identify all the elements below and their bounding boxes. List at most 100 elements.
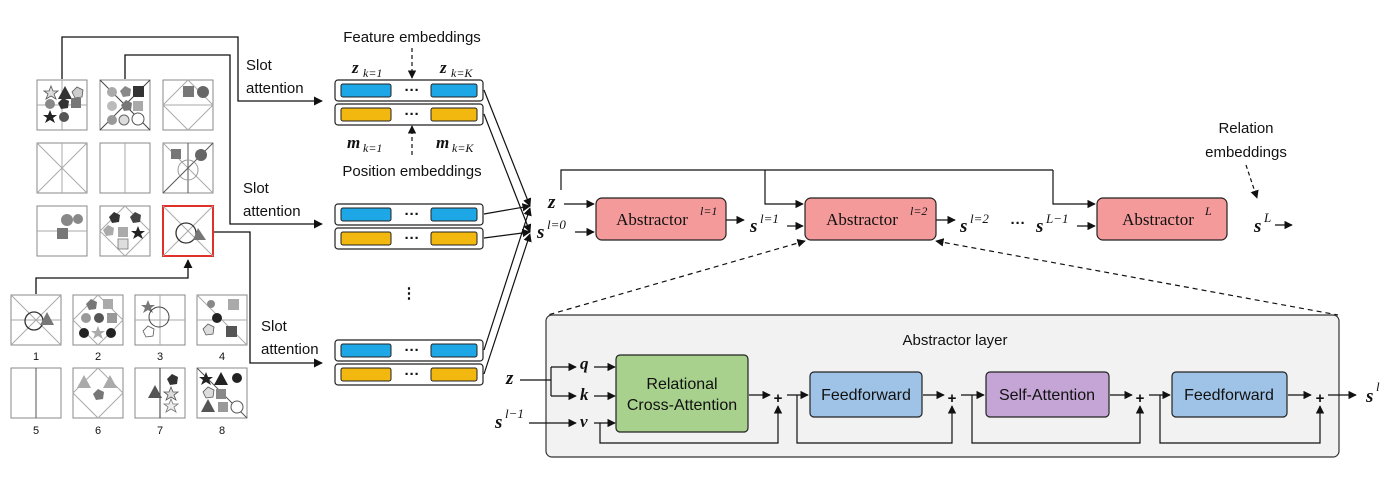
answer-number-5: 5 [33, 425, 39, 437]
m-kK-label: m [436, 133, 449, 152]
v-label: v [580, 412, 588, 431]
s2-sup: l=2 [970, 211, 989, 226]
dots: ··· [405, 230, 420, 247]
answer-number-7: 7 [157, 425, 163, 437]
abstractor-2-label: Abstractor [826, 210, 898, 229]
k-label: k [580, 385, 589, 404]
feedforward-block-1 [809, 371, 923, 418]
embedding-group-1: ··· ··· [334, 79, 484, 126]
context-cell-3 [162, 79, 214, 131]
z-input-label: z [547, 192, 556, 213]
abstractor-block-1 [595, 197, 727, 241]
z-kK-label: z [439, 58, 447, 77]
residual-add-3: + [1136, 390, 1145, 407]
self-attention-block [985, 371, 1110, 418]
answer-7 [134, 367, 186, 419]
sLm1-label: s [1035, 216, 1043, 237]
position-embeddings-label: Position embeddings [342, 163, 481, 180]
layer-s-prev-label: s [494, 412, 502, 433]
answer-3 [134, 294, 186, 346]
cross-attention-label: Cross-Attention [627, 397, 737, 414]
s1-label: s [749, 216, 757, 237]
relation-embeddings-arrow [1245, 164, 1259, 199]
answer-number-3: 3 [157, 351, 163, 363]
embedding-group-2: ··· ··· [334, 203, 484, 250]
abstractor-stack-arrows [560, 169, 1293, 237]
vertical-ellipsis: ⋮ [402, 285, 417, 302]
z-kK-sub: k=K [451, 66, 473, 80]
abstractor-layer-title: Abstractor layer [902, 332, 1007, 349]
answer-number-6: 6 [95, 425, 101, 437]
answer-6 [72, 367, 124, 419]
context-cell-answer-slot [162, 205, 214, 257]
slot-label-2: Slot [243, 180, 270, 197]
z-k1-sub: k=1 [363, 66, 382, 80]
abstractor-L-label: Abstractor [1122, 210, 1194, 229]
position-vector-first [340, 367, 392, 382]
feature-vector-first [340, 207, 392, 222]
answer-4 [196, 294, 248, 346]
slot-label-1: Slot [246, 57, 273, 74]
sLm1-sup: L−1 [1045, 211, 1069, 226]
answer-1 [10, 294, 62, 346]
feature-vector-last [430, 207, 478, 222]
puzzle-panel: 1 2 3 4 5 6 7 8 [10, 79, 248, 437]
residual-add-4: + [1316, 390, 1325, 407]
answer-number-4: 4 [219, 351, 225, 363]
context-cell-5 [99, 142, 151, 194]
layer-output-sup: l [1376, 379, 1380, 394]
relation-embeddings-label-1: Relation [1218, 120, 1273, 137]
feedforward-label-2: Feedforward [1184, 387, 1274, 404]
feedforward-label-1: Feedforward [821, 387, 911, 404]
q-label: q [580, 354, 589, 373]
feature-vector-first [340, 343, 392, 358]
answer-candidates: 1 2 3 4 5 6 7 8 [10, 294, 248, 437]
abstractor-1-sup: l=1 [700, 204, 717, 218]
position-vector-first [340, 107, 392, 122]
zoom-line-right [935, 238, 1339, 316]
relational-label: Relational [646, 376, 717, 393]
s0-label: s [536, 222, 544, 243]
residual-add-1: + [774, 390, 783, 407]
feature-vector-last [430, 83, 478, 98]
sL-label: s [1253, 216, 1261, 237]
answer-2 [72, 294, 124, 346]
feedforward-block-2 [1171, 371, 1288, 418]
embeddings-to-abstractor-arrows [483, 89, 532, 375]
layer-z-label: z [505, 368, 514, 389]
dots: ··· [405, 366, 420, 383]
abstractor-block-L [1096, 197, 1228, 241]
context-cell-8 [99, 205, 151, 257]
answer-number-8: 8 [219, 425, 225, 437]
context-cell-4 [36, 142, 88, 194]
slot-label-3: Slot [261, 318, 288, 335]
attention-label-3: attention [261, 341, 319, 358]
feature-vector-last [430, 343, 478, 358]
context-cell-2 [99, 79, 151, 131]
answer-5 [10, 367, 62, 419]
dots: ··· [405, 206, 420, 223]
residual-add-2: + [948, 390, 957, 407]
answer-8 [196, 367, 248, 419]
sL-sup: L [1263, 210, 1271, 225]
context-cell-7 [36, 205, 88, 257]
self-attention-label: Self-Attention [999, 387, 1095, 404]
dots: ··· [405, 106, 420, 123]
z-k1-label: z [351, 58, 359, 77]
feature-embeddings-label: Feature embeddings [343, 29, 481, 46]
relation-embeddings-label-2: embeddings [1205, 144, 1287, 161]
attention-label-2: attention [243, 203, 301, 220]
layer-s-prev-sup: l−1 [505, 406, 524, 421]
position-vector-last [430, 367, 478, 382]
layer-output-label: s [1365, 386, 1373, 407]
abstractor-2-sup: l=2 [910, 204, 927, 218]
dots: ··· [405, 82, 420, 99]
s1-sup: l=1 [760, 211, 779, 226]
answer-number-1: 1 [33, 351, 39, 363]
answer-to-slot-arrow [35, 259, 193, 294]
relational-cross-attention-block [615, 354, 749, 433]
m-k1-sub: k=1 [363, 141, 382, 155]
dots: ··· [1011, 215, 1026, 232]
position-vector-last [430, 107, 478, 122]
